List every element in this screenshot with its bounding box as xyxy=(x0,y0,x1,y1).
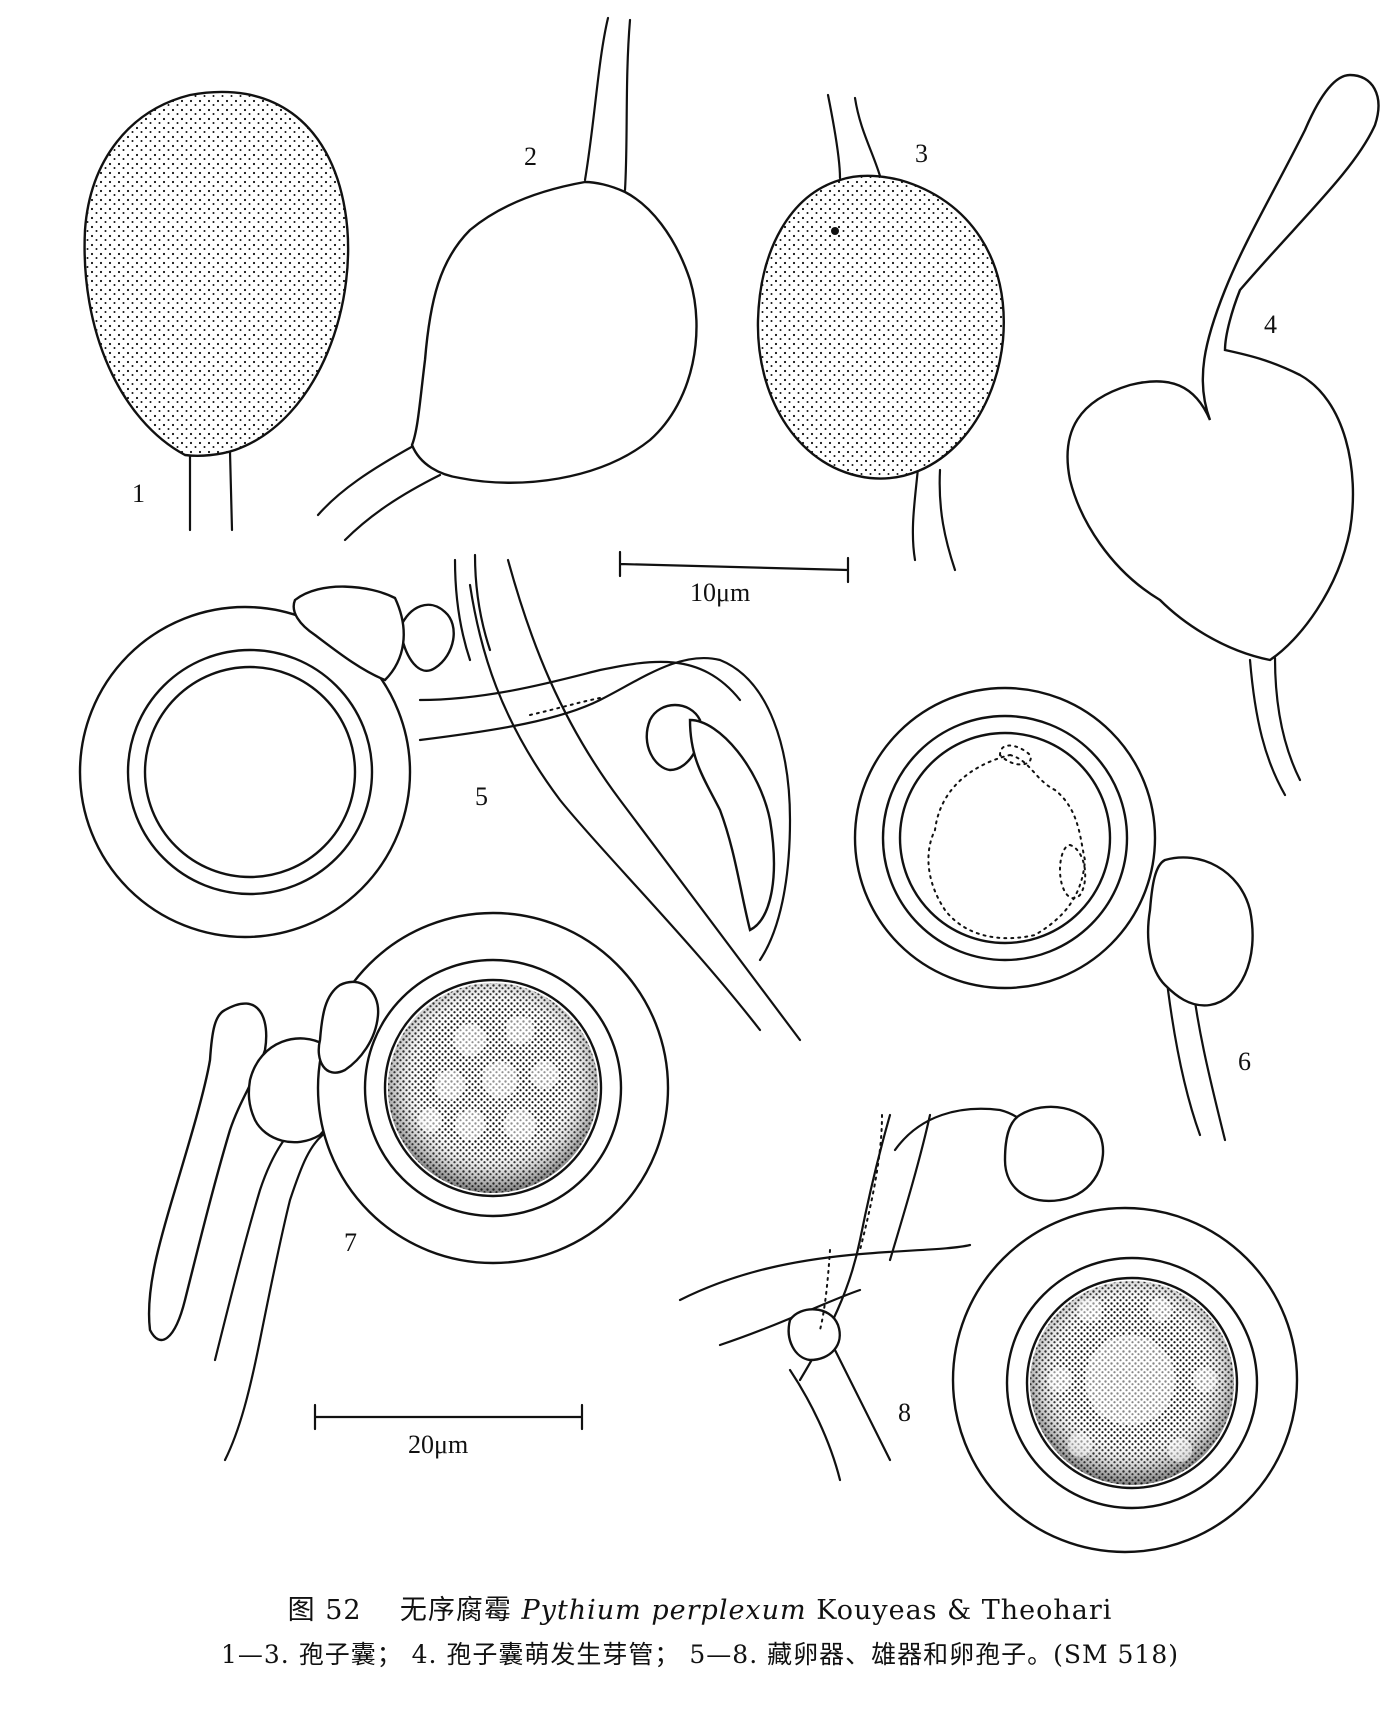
panel-label-4: 4 xyxy=(1264,310,1277,339)
figure-number: 图 52 xyxy=(287,1595,362,1626)
panel-label-2: 2 xyxy=(524,142,537,171)
species-latin-name: Pythium perplexum xyxy=(521,1595,807,1626)
panel-label-3: 3 xyxy=(915,139,928,168)
scale-bar-label: 10μm xyxy=(690,578,750,607)
species-authority: Kouyeas & Theohari xyxy=(816,1595,1113,1626)
panel-label-5: 5 xyxy=(475,782,488,811)
oogonium-8 xyxy=(678,1105,1299,1554)
panel-label-6: 6 xyxy=(1238,1047,1251,1076)
oogonium-5 xyxy=(78,553,802,1042)
oogonium-6 xyxy=(853,686,1254,1142)
panel-label-8: 8 xyxy=(898,1398,911,1427)
oogonium-7 xyxy=(147,911,670,1462)
germinating-sporangium-4 xyxy=(1066,73,1380,797)
sporangium-2 xyxy=(316,16,698,542)
figure-plate: 1 2 3 4 5 6 7 8 10μm 20μm xyxy=(78,16,1380,1554)
sporangium-3 xyxy=(756,93,1005,572)
figure-caption-legend: 1—3. 孢子囊； 4. 孢子囊萌发生芽管； 5—8. 藏卵器、雄器和卵孢子。(… xyxy=(220,1640,1179,1669)
scale-bar-20um: 20μm xyxy=(313,1403,584,1459)
scale-bar-10um: 10μm xyxy=(618,550,850,607)
scale-bar-label: 20μm xyxy=(408,1430,468,1459)
panel-label-1: 1 xyxy=(132,479,145,508)
figure-caption-title: 图 52 无序腐霉 Pythium perplexum Kouyeas & Th… xyxy=(0,1588,1400,1627)
species-chinese-name: 无序腐霉 xyxy=(399,1595,512,1626)
panel-label-7: 7 xyxy=(344,1228,357,1257)
sporangium-1 xyxy=(83,90,350,532)
